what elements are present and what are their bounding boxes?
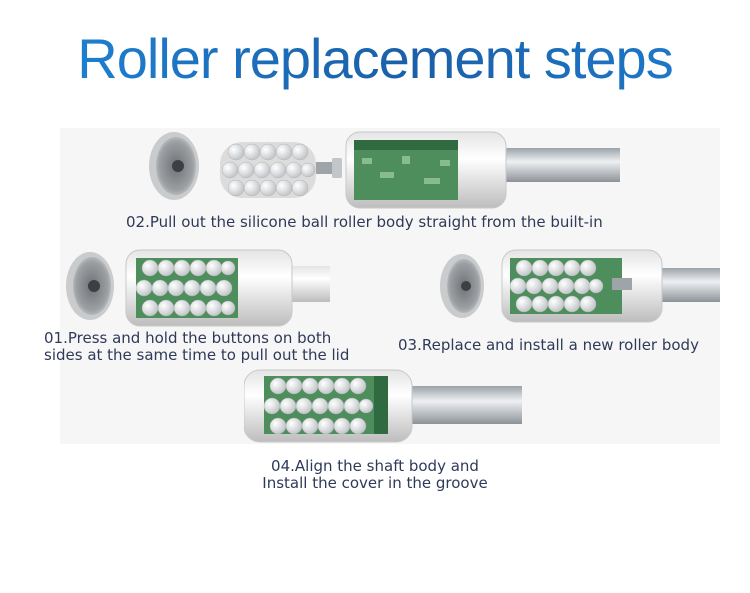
- step-03-caption: 03.Replace and install a new roller body: [398, 336, 699, 354]
- handle-housing-icon: [125, 249, 330, 327]
- lid-cap-icon: [66, 252, 114, 320]
- handle-housing-icon: [244, 369, 522, 443]
- step-02-caption: 02.Pull out the silicone ball roller bod…: [126, 213, 603, 231]
- lid-cap-icon: [440, 254, 484, 318]
- handle-housing-icon: [501, 249, 720, 323]
- step-03-illustration: [440, 249, 720, 323]
- step-01-caption-line-2: sides at the same time to pull out the l…: [44, 346, 350, 364]
- step-01-caption: 01.Press and hold the buttons on both si…: [44, 330, 349, 364]
- step-04-illustration: [244, 369, 522, 443]
- step-01-illustration: [66, 249, 330, 327]
- step-04-caption-line-2: Install the cover in the groove: [262, 474, 488, 492]
- ball-roller-icon: [220, 142, 342, 198]
- step-02-illustration: [149, 131, 620, 209]
- step-01-caption-line-1: 01.Press and hold the buttons on both: [44, 329, 332, 347]
- step-04-caption: 04.Align the shaft body and Install the …: [225, 458, 525, 492]
- page-title: Roller replacement steps: [0, 26, 750, 91]
- handle-housing-icon: [345, 131, 620, 209]
- lid-cap-icon: [149, 132, 199, 200]
- step-04-caption-line-1: 04.Align the shaft body and: [271, 457, 479, 475]
